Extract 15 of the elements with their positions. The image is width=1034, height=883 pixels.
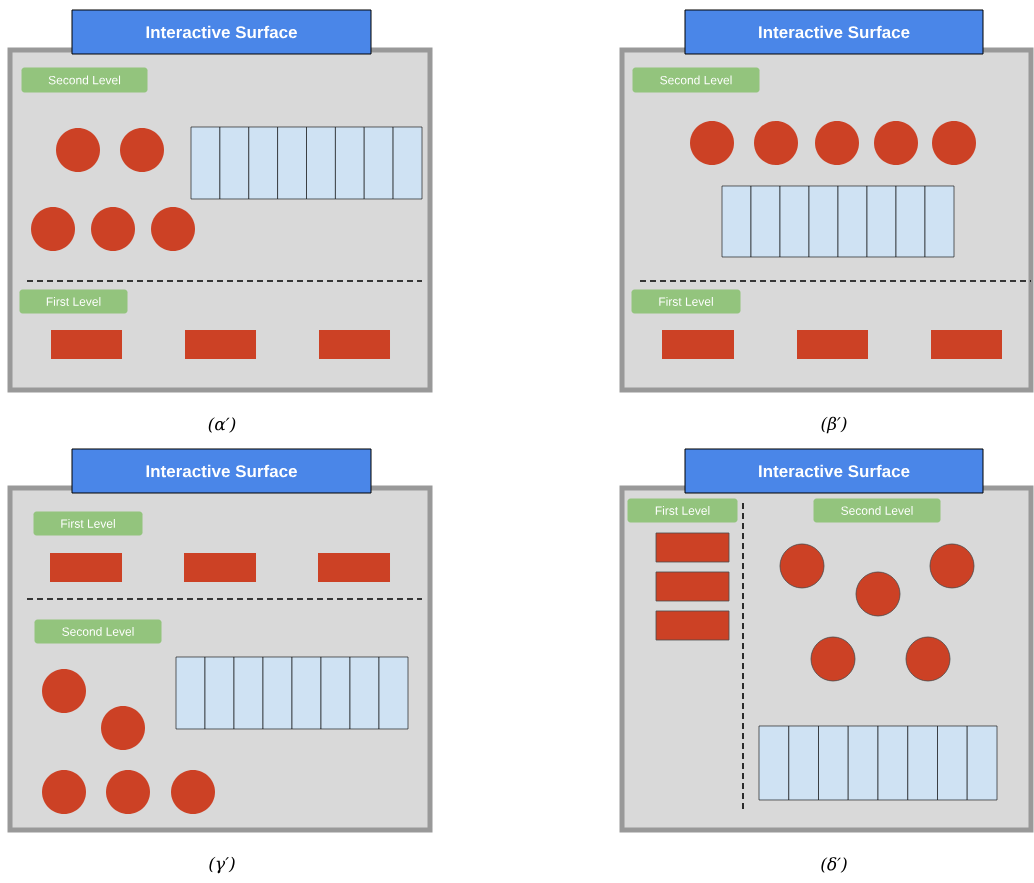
- level-badge: First Level: [19, 289, 128, 314]
- level-badge: Second Level: [632, 67, 760, 93]
- panel-caption: (γ′): [209, 856, 235, 874]
- panel-caption: (α′): [208, 417, 236, 433]
- title-box: Interactive Surface: [71, 448, 372, 494]
- level-badge: Second Level: [21, 67, 148, 93]
- level-badge: First Level: [627, 498, 738, 523]
- level-badge: First Level: [631, 289, 741, 314]
- title-box: Interactive Surface: [684, 9, 984, 55]
- level-badge: Second Level: [34, 619, 162, 644]
- title-box: Interactive Surface: [71, 9, 372, 55]
- level-badge: First Level: [33, 511, 143, 536]
- panel-caption: (δ′): [821, 857, 847, 873]
- level-badge: Second Level: [813, 498, 941, 523]
- title-box: Interactive Surface: [684, 448, 984, 494]
